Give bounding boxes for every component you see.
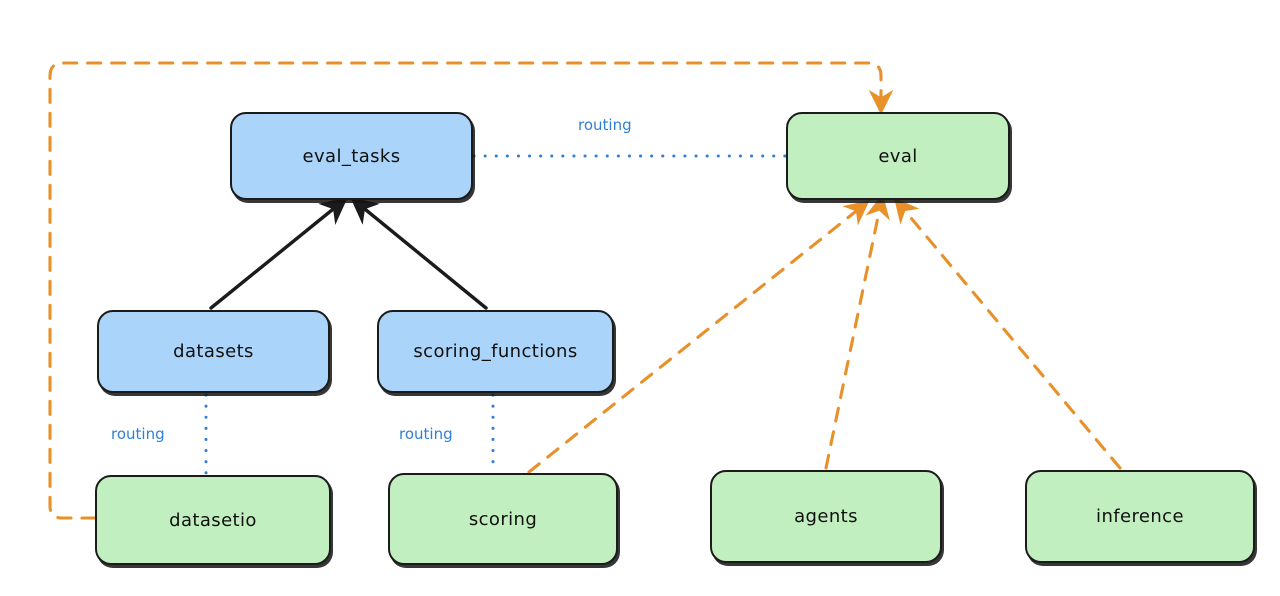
edge-scoring-eval bbox=[527, 200, 870, 474]
node-scoring[interactable]: scoring bbox=[388, 473, 618, 565]
node-label: scoring_functions bbox=[413, 341, 578, 362]
node-inference[interactable]: inference bbox=[1025, 470, 1255, 563]
edge-label-routing-scoring: routing bbox=[399, 425, 453, 443]
node-label: eval_tasks bbox=[302, 145, 401, 167]
node-datasetio[interactable]: datasetio bbox=[95, 475, 331, 565]
node-label: scoring bbox=[468, 508, 538, 530]
edge-agents-eval bbox=[824, 193, 890, 470]
edge-datasetio-eval bbox=[48, 61, 894, 520]
node-label: datasets bbox=[173, 341, 254, 362]
node-label: inference bbox=[1096, 506, 1184, 527]
node-scoring-functions[interactable]: scoring_functions bbox=[377, 310, 614, 393]
edge-label-routing-eval: routing bbox=[578, 116, 632, 134]
node-label: datasetio bbox=[169, 509, 257, 531]
node-datasets[interactable]: datasets bbox=[97, 310, 330, 393]
edge-datasets-eval_tasks bbox=[209, 197, 348, 310]
node-label: eval bbox=[878, 145, 918, 167]
edge-inference-eval bbox=[894, 197, 1122, 470]
edge-label-routing-datasetio: routing bbox=[111, 425, 165, 443]
node-eval-tasks[interactable]: eval_tasks bbox=[230, 112, 473, 200]
edge-scoring_functions-eval_tasks bbox=[350, 197, 488, 310]
node-agents[interactable]: agents bbox=[710, 470, 942, 563]
node-label: agents bbox=[794, 506, 858, 527]
node-eval[interactable]: eval bbox=[786, 112, 1010, 200]
